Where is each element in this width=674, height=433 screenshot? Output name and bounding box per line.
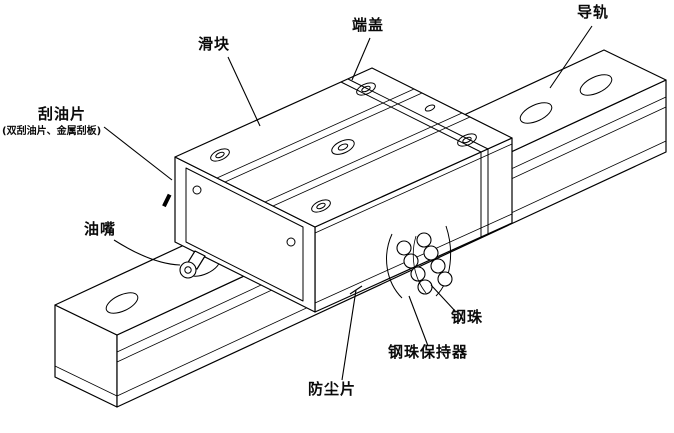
block-top-face (174, 67, 513, 228)
leader-grease-nipple (113, 239, 181, 266)
leader-scraper (103, 126, 173, 181)
end-face-screw (286, 237, 296, 247)
block-side-edge-line (314, 143, 513, 234)
end-cap-seam (340, 81, 482, 153)
label-steel-ball: 钢珠 (451, 308, 484, 326)
brand-mark (162, 193, 172, 208)
label-rail: 导轨 (577, 3, 610, 21)
steel-ball (417, 279, 433, 295)
nipple-tip (184, 266, 192, 274)
steel-ball (416, 232, 432, 248)
ball-retainer-rail-right (435, 225, 452, 297)
label-ball-retainer: 钢珠保持器 (388, 343, 469, 361)
block-top-groove (264, 112, 463, 203)
label-slider: 滑块 (198, 35, 231, 53)
block-hole-outer (210, 148, 230, 162)
block-hole-outer (457, 133, 477, 147)
leader-dust-plate (341, 289, 357, 381)
label-scraper-sub: (双刮油片、金属刮板) (2, 126, 102, 137)
block-hole-inner (215, 151, 225, 159)
block-hole-inner (361, 85, 371, 93)
scraper-plate-outline (185, 167, 304, 302)
block-hole-outer (311, 199, 331, 213)
block-hole-inner (316, 202, 326, 210)
leader-lines (103, 25, 593, 381)
leader-rail (549, 25, 593, 89)
leader-end-cap (351, 37, 371, 81)
slider-block (162, 67, 513, 313)
block-mount-holes (210, 82, 477, 213)
leader-steel-ball (430, 284, 457, 313)
ball-circulation-cutaway (386, 225, 453, 299)
steel-ball (423, 245, 439, 261)
rail-bolt-hole (579, 74, 613, 96)
end-cap-seam (347, 78, 489, 150)
block-top-groove (224, 92, 423, 183)
label-scraper: 刮油片 (38, 105, 87, 123)
ball-retainer-rail-left (386, 233, 403, 299)
steel-ball (403, 253, 419, 269)
end-cap-grease-port (424, 104, 436, 112)
rail-bolt-hole (519, 102, 553, 124)
leader-slider (227, 56, 261, 127)
rail-bolt-hole (105, 292, 139, 314)
rail-base-line (54, 365, 118, 397)
steel-ball (430, 258, 446, 274)
end-cap (340, 78, 489, 237)
block-top-groove (272, 116, 471, 207)
block-center-hole-outer (331, 139, 355, 155)
nipple-head (179, 261, 197, 279)
steel-ball (437, 271, 453, 287)
block-top-groove (216, 88, 415, 179)
grease-nipple (179, 250, 206, 279)
leader-ball-retainer (408, 295, 429, 347)
leader-dust-plate-tick (349, 285, 363, 295)
block-center-hole-inner (337, 143, 349, 151)
ball-retainer-strip (412, 235, 427, 294)
steel-ball (396, 240, 412, 256)
label-dust-plate: 防尘片 (308, 380, 357, 398)
end-face-screw (192, 185, 202, 195)
label-grease-nipple: 油嘴 (84, 220, 117, 238)
steel-ball (410, 266, 426, 282)
block-hole-outer (356, 82, 376, 96)
label-end-cap: 端盖 (352, 16, 385, 34)
